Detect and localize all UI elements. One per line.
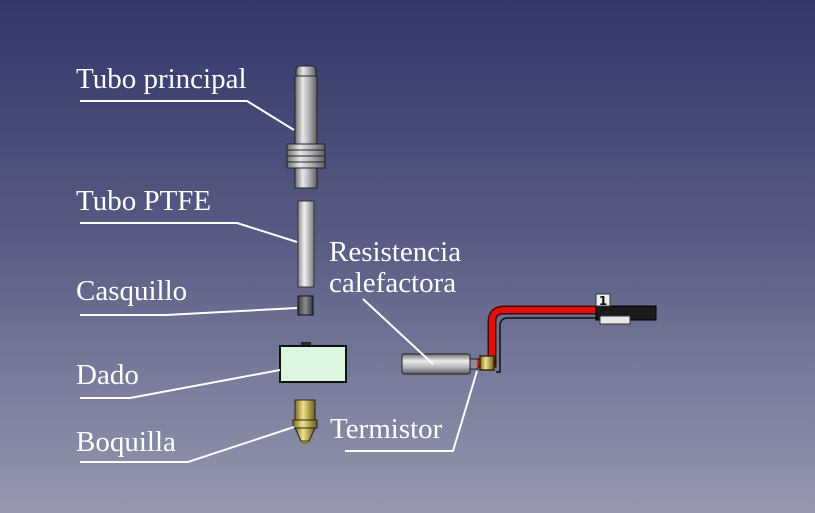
label-resistencia-line1: Resistencia	[329, 236, 462, 268]
main-tube-body	[294, 75, 318, 145]
heater-block-body	[279, 345, 347, 383]
heater-cartridge-part: 1	[401, 293, 657, 375]
label-dado: Dado	[76, 359, 139, 391]
label-tubo-ptfe: Tubo PTFE	[76, 185, 212, 217]
leader-line-termistor	[345, 370, 478, 452]
main-tube-fin	[286, 161, 326, 169]
connector-marker-box	[595, 293, 611, 307]
label-tubo-principal: Tubo principal	[76, 63, 247, 95]
leader-line-resistencia	[362, 298, 434, 365]
nozzle-hex	[294, 399, 316, 421]
heater-cartridge-end	[469, 358, 479, 370]
label-resistencia-line2: calefactora	[329, 267, 457, 299]
label-boquilla: Boquilla	[76, 426, 176, 458]
main-tube-fin	[286, 149, 326, 157]
leader-line-dado	[80, 369, 281, 399]
nozzle-orifice	[302, 441, 308, 444]
main-tube-fin	[286, 155, 326, 163]
leader-line-tubo-ptfe	[80, 222, 298, 243]
heater-cartridge-body	[401, 353, 471, 375]
wire-connector-clip	[599, 315, 631, 325]
leader-line-casquillo	[80, 307, 298, 316]
nozzle-part	[292, 399, 318, 444]
main-tube-fin	[286, 143, 326, 151]
ptfe-tube-part	[297, 200, 315, 288]
bushing-part	[297, 295, 314, 316]
connector-marker-text: 1	[599, 294, 607, 308]
heater-block-part	[279, 342, 347, 383]
leader-lines	[80, 100, 478, 463]
nozzle-tip	[294, 427, 316, 442]
leader-line-tubo-principal	[80, 100, 295, 131]
label-resistencia-calefactora: Resistencia calefactora	[329, 237, 461, 299]
thermistor-part	[479, 355, 495, 371]
leader-line-boquilla	[80, 426, 295, 463]
thermistor-wire	[496, 317, 602, 373]
nozzle-flange	[292, 419, 318, 429]
main-tube-neck	[294, 167, 318, 189]
label-termistor: Termistor	[330, 413, 443, 445]
heater-wire	[478, 307, 598, 366]
label-casquillo: Casquillo	[76, 275, 188, 307]
main-tube-part	[286, 65, 326, 189]
